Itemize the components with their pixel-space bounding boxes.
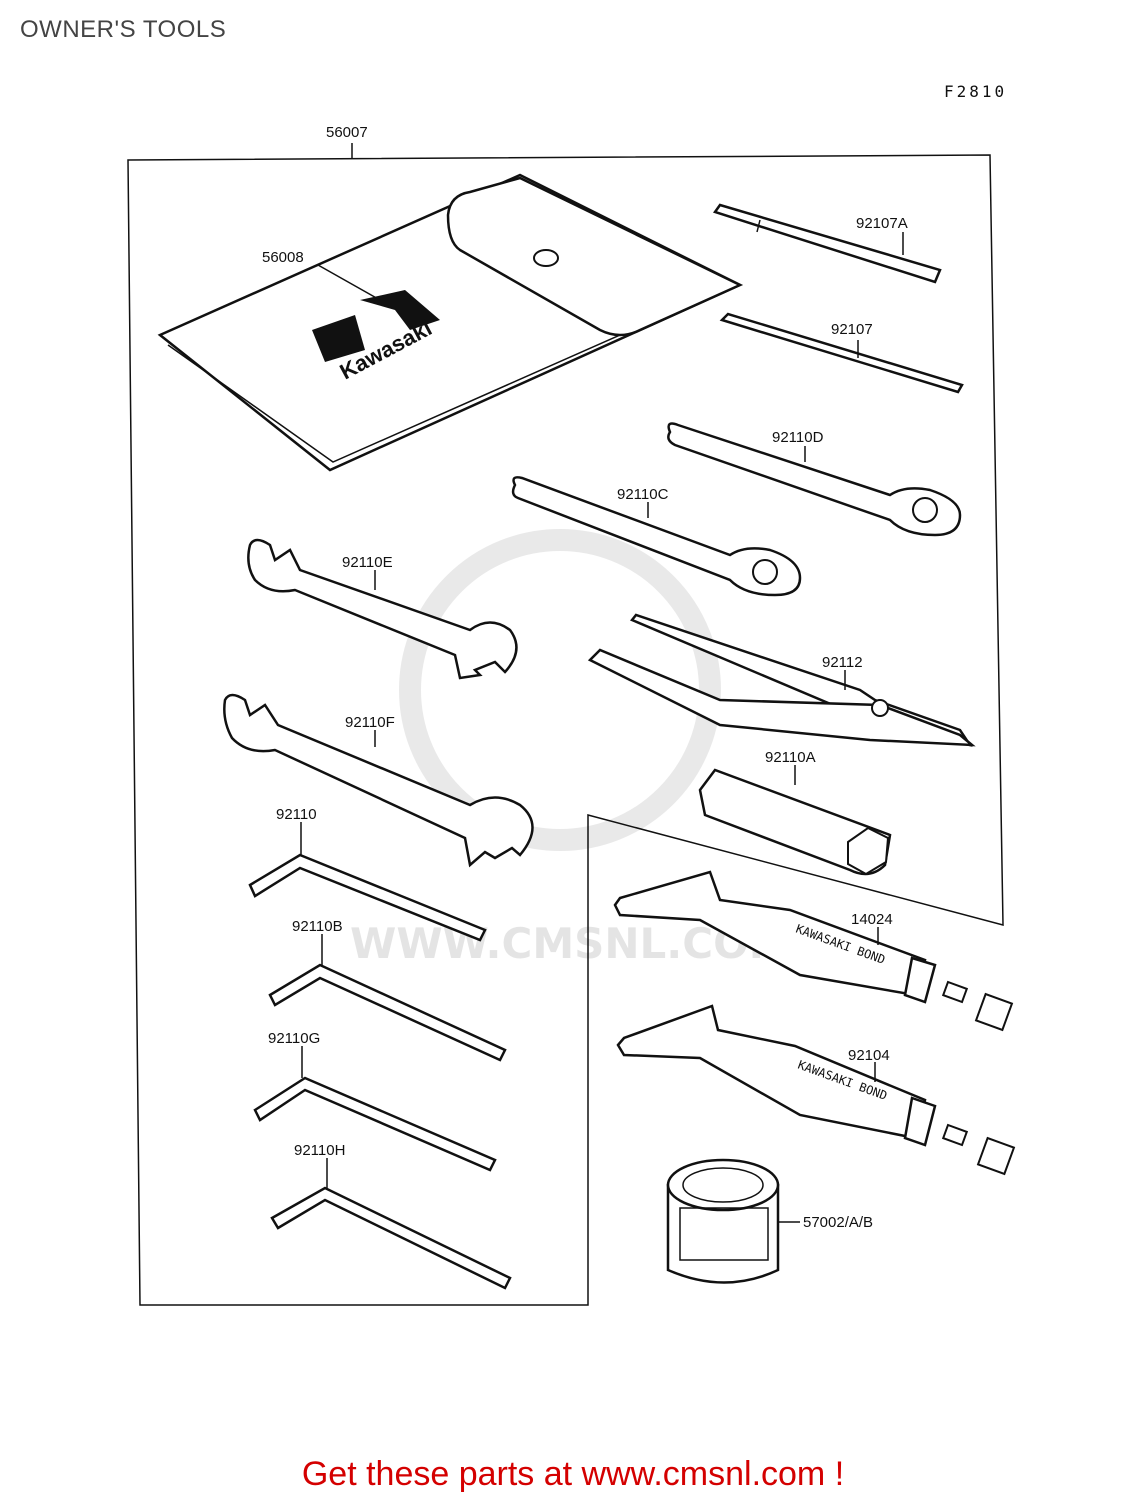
group-frame xyxy=(127,154,1004,1306)
hex-key-92110b xyxy=(268,934,507,1062)
label-92110f: 92110F xyxy=(345,714,395,731)
label-92110b: 92110B xyxy=(292,918,343,935)
label-14024: 14024 xyxy=(851,911,893,928)
box-wrench-d xyxy=(667,422,962,537)
hex-key-92110 xyxy=(248,822,487,942)
label-92107a: 92107A xyxy=(856,215,908,232)
label-92110g: 92110G xyxy=(268,1030,320,1047)
label-92110: 92110 xyxy=(276,806,317,823)
pliers xyxy=(587,613,976,747)
label-92110d: 92110D xyxy=(772,429,824,446)
grease-can xyxy=(666,1158,800,1284)
hex-key-92110g xyxy=(253,1046,497,1172)
label-56007: 56007 xyxy=(326,124,368,141)
label-92110a: 92110A xyxy=(765,749,816,766)
open-wrench-e xyxy=(247,538,518,680)
label-92110e: 92110E xyxy=(342,554,393,571)
hex-key-92110h xyxy=(270,1158,512,1290)
bond-tube-92104: KAWASAKI BOND xyxy=(616,1004,1016,1176)
tool-pouch: Kawasaki xyxy=(157,173,743,472)
label-92110c: 92110C xyxy=(617,486,669,503)
box-wrench-c xyxy=(511,476,802,597)
open-wrench-f xyxy=(223,693,534,868)
figure-code: F2810 xyxy=(944,82,1008,101)
label-92107: 92107 xyxy=(831,321,873,338)
page-title: OWNER'S TOOLS xyxy=(20,16,227,43)
label-92112: 92112 xyxy=(822,654,863,671)
screwdriver-bit xyxy=(719,312,964,394)
label-92110h: 92110H xyxy=(294,1142,345,1159)
label-92104: 92104 xyxy=(848,1047,890,1064)
label-57002: 57002/A/B xyxy=(803,1214,873,1231)
plug-wrench xyxy=(698,765,892,876)
label-56008: 56008 xyxy=(262,249,304,266)
watermark: WWW.CMSNL.COM xyxy=(350,529,791,968)
footer-link[interactable]: Get these parts at www.cmsnl.com ! xyxy=(301,1455,845,1493)
screwdriver-handle xyxy=(712,203,942,284)
